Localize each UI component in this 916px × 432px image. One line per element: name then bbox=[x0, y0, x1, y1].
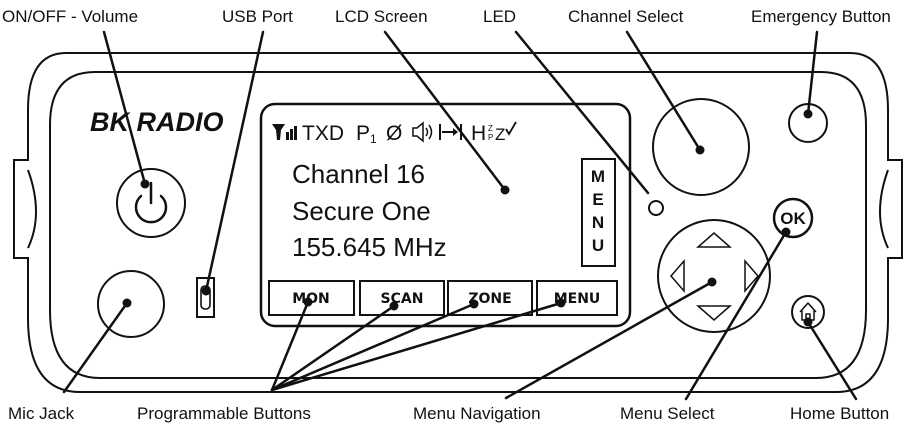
lcd-status-bar: TXD P 1 Ø H Z P Z bbox=[272, 121, 517, 146]
leader-usb bbox=[204, 30, 265, 293]
callout-menu-select: Menu Select bbox=[620, 404, 715, 423]
lcd-name-line: Secure One bbox=[292, 196, 431, 226]
housing-inner bbox=[49, 71, 867, 379]
speaker-icon bbox=[412, 121, 433, 143]
callout-menu-navigation: Menu Navigation bbox=[413, 404, 541, 423]
high-power-indicator: H bbox=[471, 122, 486, 145]
lcd-menu-box: M E N U bbox=[581, 158, 616, 267]
callout-emergency-button: Emergency Button bbox=[751, 7, 891, 26]
leader-select bbox=[684, 230, 788, 401]
callout-usb-port: USB Port bbox=[222, 7, 293, 26]
callout-leader-lines bbox=[62, 30, 858, 401]
soft-button-scan-label: SCAN bbox=[381, 291, 424, 307]
lcd-frequency-line: 155.645 MHz bbox=[292, 232, 447, 262]
leader-prog-2 bbox=[270, 304, 396, 392]
power-icon bbox=[134, 181, 168, 224]
callout-power-volume: ON/OFF - Volume bbox=[2, 7, 138, 26]
leader-prog-4 bbox=[270, 301, 563, 392]
callout-mic-jack: Mic Jack bbox=[8, 404, 75, 423]
power-volume-knob[interactable] bbox=[116, 168, 186, 238]
menu-navigation-pad[interactable] bbox=[657, 219, 771, 333]
leader-mic bbox=[62, 301, 129, 394]
soft-button-menu[interactable]: MENU bbox=[536, 280, 618, 316]
svg-text:Z: Z bbox=[488, 124, 493, 133]
nav-down-arrow-icon[interactable] bbox=[696, 305, 732, 321]
callout-channel-select: Channel Select bbox=[568, 7, 684, 26]
soft-button-scan[interactable]: SCAN bbox=[359, 280, 445, 316]
leader-led bbox=[514, 30, 650, 195]
radio-housing bbox=[13, 52, 903, 393]
lcd-screen: TXD P 1 Ø H Z P Z Channel 16 bbox=[259, 102, 632, 328]
callout-led: LED bbox=[483, 7, 516, 26]
leader-lcd bbox=[383, 30, 507, 192]
leader-nav bbox=[504, 280, 714, 400]
nav-left-arrow-icon[interactable] bbox=[670, 258, 685, 294]
menu-letter: E bbox=[592, 190, 603, 209]
nav-right-arrow-icon[interactable] bbox=[744, 258, 759, 294]
callout-programmable-buttons: Programmable Buttons bbox=[137, 404, 311, 423]
led-indicator bbox=[648, 200, 664, 216]
nav-up-arrow-icon[interactable] bbox=[696, 232, 732, 248]
power-level-sub: 1 bbox=[370, 132, 377, 146]
txd-indicator: TXD bbox=[302, 122, 344, 145]
usb-port[interactable] bbox=[196, 277, 215, 318]
signal-strength-icon bbox=[272, 124, 297, 140]
power-level-indicator: P bbox=[356, 122, 370, 145]
ok-button-circle[interactable] bbox=[772, 197, 814, 239]
svg-text:P: P bbox=[488, 133, 493, 142]
housing-outer bbox=[13, 52, 903, 393]
leader-channel bbox=[625, 30, 702, 152]
home-button[interactable] bbox=[791, 295, 825, 329]
callout-home-button: Home Button bbox=[790, 404, 889, 423]
ok-button[interactable]: OK bbox=[772, 197, 814, 239]
callout-dots bbox=[122, 109, 813, 327]
leader-prog-3 bbox=[270, 302, 476, 392]
soft-button-zone-label: ZONE bbox=[468, 291, 511, 307]
scan-priority-icon: Z P Z bbox=[488, 121, 517, 144]
ok-button-label: OK bbox=[780, 209, 806, 228]
callout-lcd-screen: LCD Screen bbox=[335, 7, 428, 26]
leader-power bbox=[102, 30, 147, 186]
svg-text:Z: Z bbox=[495, 125, 505, 144]
programmable-buttons: MON SCAN ZONE MENU bbox=[268, 280, 618, 316]
menu-letter: N bbox=[592, 213, 604, 232]
leader-prog-1 bbox=[270, 300, 310, 392]
leader-home bbox=[806, 320, 858, 401]
null-indicator: Ø bbox=[386, 122, 402, 145]
lcd-frame bbox=[259, 102, 632, 328]
housing-bump-right bbox=[879, 169, 889, 249]
home-button-circle[interactable] bbox=[791, 295, 825, 329]
soft-button-mon[interactable]: MON bbox=[268, 280, 355, 316]
housing-bump-left bbox=[27, 169, 37, 249]
lcd-channel-line: Channel 16 bbox=[292, 159, 425, 189]
menu-letter: U bbox=[592, 236, 604, 255]
menu-letter: M bbox=[591, 167, 605, 186]
leader-emergency bbox=[806, 30, 819, 116]
brand-logo: BK RADIO bbox=[90, 107, 224, 137]
